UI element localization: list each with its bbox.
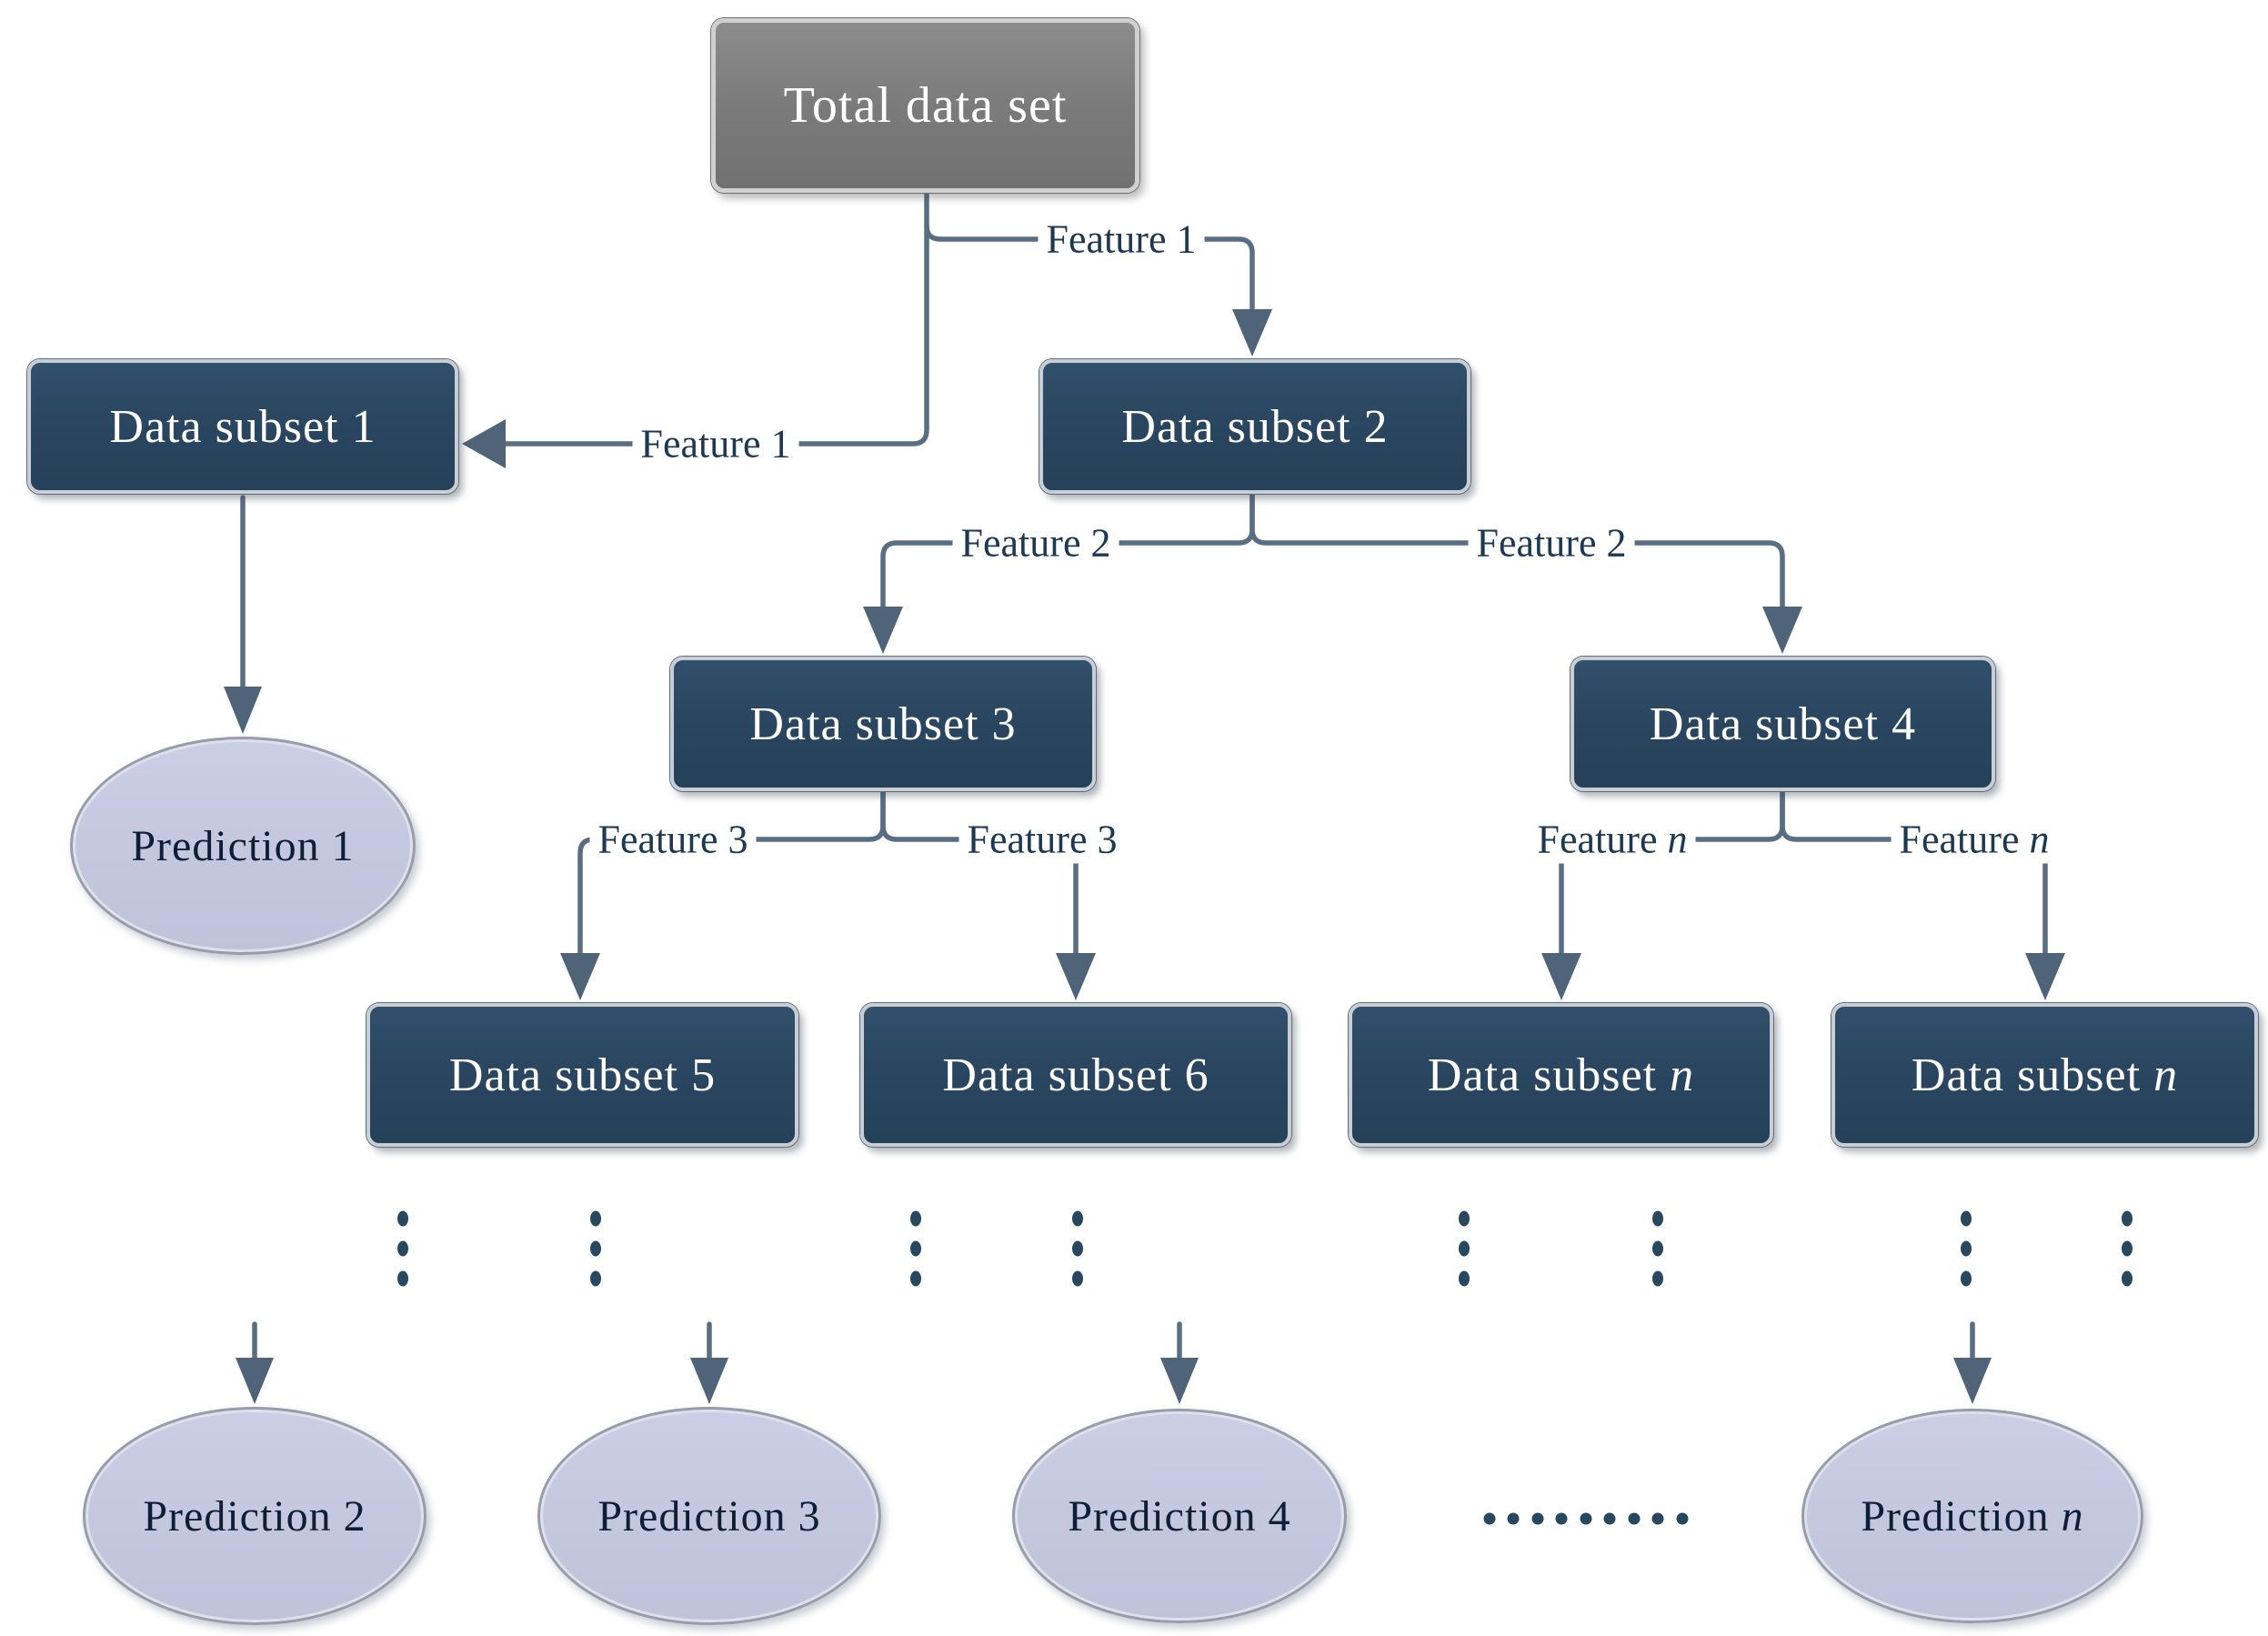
arrowhead-icon (2025, 953, 2065, 1000)
horizontal-ellipsis (1483, 1512, 1689, 1525)
node-prediction-2: Prediction 2 (83, 1407, 427, 1625)
vertical-ellipsis (2122, 1210, 2133, 1287)
arrowhead-icon (690, 1358, 728, 1404)
vertical-ellipsis (397, 1210, 408, 1287)
node-data-subset-3: Data subset 3 (670, 657, 1096, 791)
edge-label-feature2-right: Feature 2 (1468, 518, 1635, 567)
node-prediction-1: Prediction 1 (70, 737, 416, 955)
node-total-data-set: Total data set (711, 18, 1139, 193)
arrowhead-icon (1160, 1358, 1199, 1404)
edge-label-featuren-right: Feature n (1891, 815, 2058, 864)
node-prediction-4: Prediction 4 (1012, 1409, 1347, 1623)
arrowhead-icon (1541, 953, 1581, 1000)
arrowhead-icon (224, 687, 262, 734)
node-data-subset-4: Data subset 4 (1571, 657, 1995, 791)
edge-label-feature3-right: Feature 3 (958, 815, 1126, 864)
continuation-dots (397, 1210, 2133, 1525)
node-prediction-n: Prediction n (1801, 1409, 2143, 1623)
arrowhead-icon (1953, 1358, 1992, 1404)
vertical-ellipsis (1652, 1210, 1663, 1287)
edge-label-featuren-left: Feature n (1529, 815, 1696, 864)
arrowhead-icon (560, 953, 600, 1000)
node-data-subset-n-left: Data subset n (1349, 1003, 1773, 1147)
arrowhead-icon (462, 419, 506, 468)
connector-line (924, 223, 1255, 316)
vertical-ellipsis (1072, 1210, 1083, 1287)
vertical-ellipsis (1459, 1210, 1470, 1287)
vertical-ellipsis (910, 1210, 921, 1287)
node-prediction-3: Prediction 3 (537, 1407, 881, 1625)
arrowhead-icon (236, 1358, 274, 1404)
node-data-subset-2: Data subset 2 (1039, 359, 1470, 494)
edge-label-feature1-left: Feature 1 (632, 419, 799, 468)
node-data-subset-n-right: Data subset n (1831, 1003, 2258, 1147)
arrowheads (224, 309, 2065, 1404)
node-data-subset-1: Data subset 1 (27, 359, 458, 494)
vertical-ellipsis (1961, 1210, 1972, 1287)
arrowhead-icon (1762, 607, 1802, 654)
arrowhead-icon (863, 607, 903, 654)
node-data-subset-6: Data subset 6 (860, 1003, 1291, 1147)
edge-label-feature3-left: Feature 3 (589, 815, 757, 864)
arrowhead-icon (1232, 309, 1272, 356)
arrowhead-icon (1056, 953, 1096, 1000)
edge-label-feature1-right: Feature 1 (1038, 215, 1205, 264)
edge-label-feature2-left: Feature 2 (952, 518, 1119, 567)
node-data-subset-5: Data subset 5 (366, 1003, 798, 1147)
vertical-ellipsis (590, 1210, 601, 1287)
connector-line (503, 190, 929, 447)
